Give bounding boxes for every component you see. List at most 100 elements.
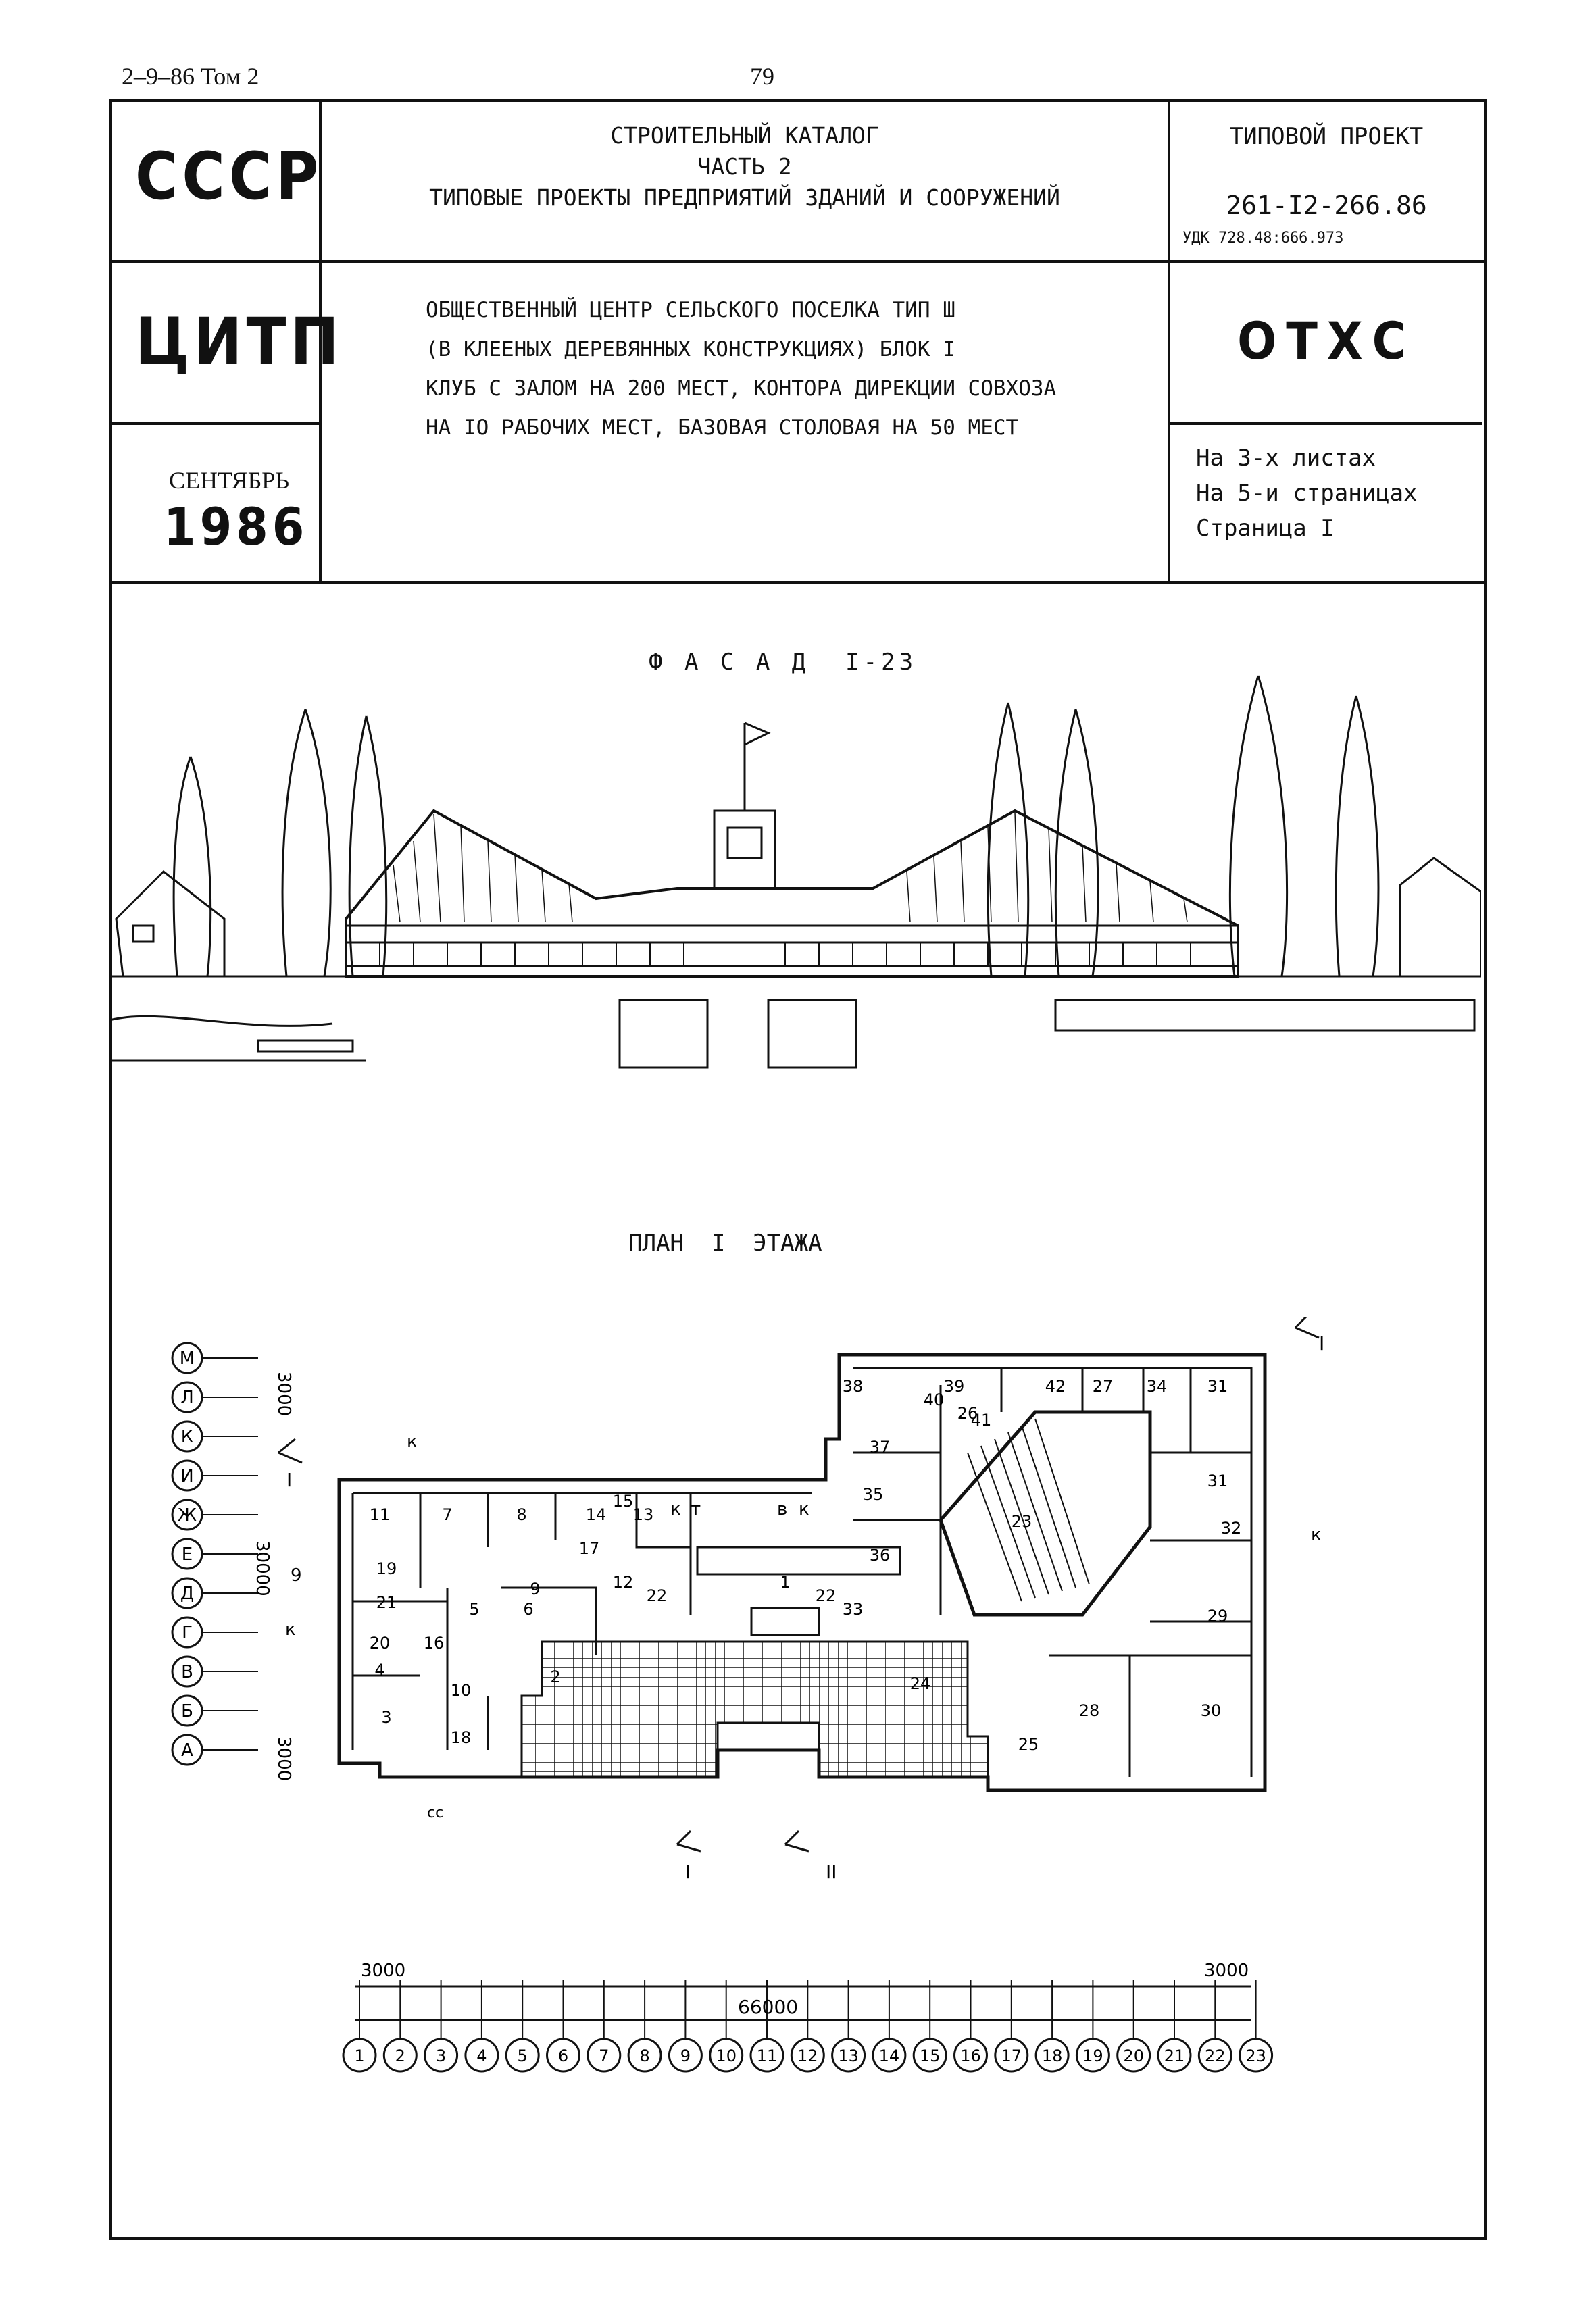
row-axis-bubble: Л <box>171 1381 258 1413</box>
row-axis-label: К <box>181 1427 193 1447</box>
row-axis-label: В <box>181 1662 193 1682</box>
agency-label: ЦИТП <box>135 304 343 380</box>
room-number: 39 <box>944 1377 965 1396</box>
room-number: 2 <box>550 1667 560 1686</box>
room-number: 25 <box>1018 1735 1039 1754</box>
bench <box>257 1039 354 1053</box>
dim-left-mid: 30000 <box>252 1540 272 1596</box>
room-number: 26 <box>957 1404 978 1423</box>
room-number: 31 <box>1207 1472 1228 1490</box>
room-number: 33 <box>843 1600 864 1619</box>
row-axis-bubble: К <box>171 1420 258 1453</box>
house-right <box>1399 857 1481 978</box>
room-number: 21 <box>376 1593 397 1612</box>
catalog-title: СТРОИТЕЛЬНЫЙ КАТАЛОГ ЧАСТЬ 2 ТИПОВЫЕ ПРО… <box>322 120 1168 213</box>
column-axis-bubble: 13 <box>831 1980 866 2073</box>
shrubs-left <box>109 1015 333 1027</box>
label-k-3: к <box>799 1499 809 1519</box>
row-axis-label: М <box>180 1349 195 1369</box>
room-number: 18 <box>451 1728 472 1747</box>
row-axis-label: Б <box>181 1701 193 1721</box>
column-axis-label: 11 <box>757 2046 778 2065</box>
column-axis-bubble: 15 <box>912 1980 947 2073</box>
room-number: 24 <box>910 1674 931 1693</box>
row-axis-label: Л <box>180 1388 194 1408</box>
column-axis-label: 22 <box>1205 2046 1226 2065</box>
room-number: 17 <box>579 1539 600 1558</box>
country-label: СССР <box>135 139 323 214</box>
column-axis-label: 3 <box>436 2046 446 2065</box>
room-number: 1 <box>780 1573 790 1592</box>
hall-seating <box>967 1418 1090 1602</box>
column-axis-bubble: 17 <box>994 1980 1029 2073</box>
column-axis-bubble: 12 <box>790 1980 825 2073</box>
room-number: 7 <box>442 1505 452 1524</box>
room-number: 6 <box>523 1600 533 1619</box>
row-axis-bubble: Б <box>171 1694 258 1727</box>
pages-line-1: На 3-х листах <box>1196 445 1376 472</box>
row-axis-bubble: Д <box>171 1577 258 1609</box>
row-axis-bubble: Ж <box>171 1499 258 1531</box>
room-number: 30 <box>1201 1701 1222 1720</box>
sheet-frame <box>109 99 1487 2240</box>
column-axis-label: 19 <box>1082 2046 1103 2065</box>
project-label: ТИПОВОЙ ПРОЕКТ <box>1229 123 1424 150</box>
dim-left-top: 3000 <box>274 1372 294 1416</box>
label-t: т <box>691 1499 701 1519</box>
partitions-right-2 <box>1049 1451 1251 1777</box>
column-axis-label: 23 <box>1245 2046 1266 2065</box>
room-number: 19 <box>376 1559 397 1578</box>
column-axis-label: 20 <box>1123 2046 1144 2065</box>
partitions-right <box>853 1368 1192 1615</box>
column-axis-bubble: 23 <box>1239 1980 1274 2073</box>
row-axis-bubble: А <box>171 1734 258 1766</box>
column-axis-label: 18 <box>1042 2046 1063 2065</box>
tree-left-1 <box>172 756 212 977</box>
section-mark-i-left: I <box>286 1469 292 1491</box>
room-number: 10 <box>451 1681 472 1700</box>
room-number: 27 <box>1093 1377 1114 1396</box>
column-axis-bubble: 9 <box>668 1980 703 2073</box>
udk-code: УДК 728.48:666.973 <box>1182 230 1344 247</box>
row-axis-label: Г <box>182 1623 193 1643</box>
pages-info: На 3-х листах На 5-и страницах Страница … <box>1196 441 1418 546</box>
column-axis-label: 4 <box>476 2046 487 2065</box>
catalog-line-2: ЧАСТЬ 2 <box>697 153 792 180</box>
project-number: 261-I2-266.86 <box>1226 191 1427 220</box>
dim-left-bottom: 3000 <box>274 1736 294 1781</box>
column-axis-label: 9 <box>680 2046 691 2065</box>
dim-bottom-left: 3000 <box>361 1961 405 1981</box>
description-line-1: ОБЩЕСТВЕННЫЙ ЦЕНТР СЕЛЬСКОГО ПОСЕЛКА ТИП… <box>426 298 955 322</box>
room-number: 8 <box>516 1505 526 1524</box>
tower-emblem <box>726 826 763 859</box>
section-code: ОТХС <box>1237 311 1416 371</box>
room-number: 3 <box>381 1708 391 1727</box>
window-mullions <box>379 942 1191 966</box>
catalog-line-3: ТИПОВЫЕ ПРОЕКТЫ ПРЕДПРИЯТИЙ ЗДАНИЙ И СОО… <box>429 184 1060 211</box>
label-9: 9 <box>291 1565 302 1586</box>
title-col-divider-right <box>1168 99 1170 582</box>
tree-right-3 <box>1228 675 1289 977</box>
room-number: 15 <box>613 1492 634 1511</box>
column-axis-label: 16 <box>960 2046 981 2065</box>
description-line-3: КЛУБ С ЗАЛОМ НА 200 МЕСТ, КОНТОРА ДИРЕКЦ… <box>426 376 1057 401</box>
label-k-2: к <box>670 1499 681 1519</box>
column-axis-bubble: 3 <box>424 1980 459 2073</box>
interior-wall-offset <box>351 1367 1253 1777</box>
room-number: 29 <box>1207 1607 1228 1626</box>
description-line-4: НА IO РАБОЧИХ МЕСТ, БАЗОВАЯ СТОЛОВАЯ НА … <box>426 416 1019 440</box>
facade-drawing <box>109 675 1481 1069</box>
paved-terrace <box>520 1640 989 1778</box>
column-axis-bubble: 8 <box>627 1980 662 2073</box>
column-axis-label: 17 <box>1001 2046 1022 2065</box>
tree-right-1 <box>987 702 1030 977</box>
row-axis-bubble: В <box>171 1655 258 1688</box>
section-arrow-ii-bottom <box>784 1830 809 1853</box>
section-mark-ii-bottom: II <box>826 1861 837 1883</box>
room-number: 23 <box>1012 1512 1032 1531</box>
column-axis-label: 6 <box>558 2046 568 2065</box>
column-axis-bubble: 1 <box>342 1980 377 2073</box>
roof-hatching <box>393 811 1188 923</box>
plinth-right <box>1054 999 1476 1032</box>
